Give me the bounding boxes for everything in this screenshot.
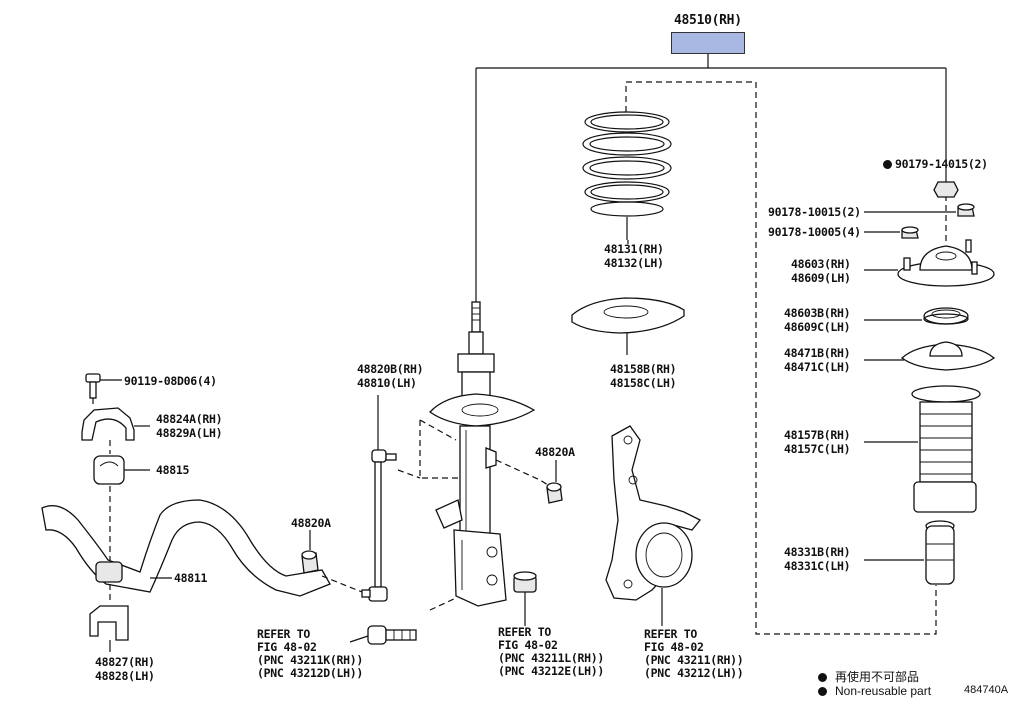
- upper-nut-90179: [933, 172, 959, 198]
- nut-90178-15: [864, 203, 975, 217]
- spring-insulator: [571, 297, 685, 355]
- nut-48820a-right: [546, 460, 563, 504]
- bushing-48815: [93, 455, 150, 485]
- part-90179-label[interactable]: 90179-14015(2): [883, 157, 988, 171]
- steering-knuckle: [605, 425, 702, 626]
- assembly-highlight-box[interactable]: [671, 32, 745, 54]
- bracket-48824a: [81, 407, 150, 441]
- part-48820a-right-label[interactable]: 48820A: [535, 445, 575, 459]
- assembly-label[interactable]: 48510(RH): [674, 13, 742, 28]
- bump-stopper-boot: [864, 385, 981, 513]
- spring-seat: [864, 341, 996, 371]
- strut-kit-dashed-bracket: [625, 81, 947, 635]
- left-dashed-leaders: [92, 398, 363, 604]
- nut-90178-05: [864, 226, 919, 239]
- legend-english: Non-reusable part: [818, 684, 931, 698]
- bracket-48827: [89, 605, 129, 652]
- part-90178-10015-label[interactable]: 90178-10015(2): [768, 205, 861, 219]
- part-48820b-label[interactable]: 48820B(RH)48810(LH): [357, 362, 424, 390]
- strut-support: [864, 239, 995, 287]
- non-reusable-dot-icon: [818, 687, 827, 696]
- part-48157b-label[interactable]: 48157B(RH)48157C(LH): [784, 428, 851, 456]
- bolt-90119: [85, 373, 122, 399]
- part-48331b-label[interactable]: 48331B(RH)48331C(LH): [784, 545, 851, 573]
- strut-bolt: [349, 625, 417, 645]
- strut-body: [429, 301, 536, 607]
- non-reusable-dot-icon: [883, 160, 892, 169]
- coil-spring: [582, 111, 672, 240]
- part-48827-label[interactable]: 48827(RH)48828(LH): [95, 655, 155, 683]
- stabilizer-link: [361, 395, 397, 602]
- part-48811-label[interactable]: 48811: [174, 571, 208, 585]
- part-90178-10005-label[interactable]: 90178-10005(4): [768, 225, 861, 239]
- part-48815-label[interactable]: 48815: [156, 463, 190, 477]
- non-reusable-dot-icon: [818, 673, 827, 682]
- assembly-bracket-lines: [475, 54, 947, 302]
- part-48820a-left-label[interactable]: 48820A: [291, 516, 331, 530]
- part-48471b-label[interactable]: 48471B(RH)48471C(LH): [784, 346, 851, 374]
- diagram-id: 484740A: [964, 684, 1009, 696]
- flange-nut: [513, 571, 537, 626]
- bearing: [864, 307, 969, 325]
- bump-bumper: [864, 520, 955, 585]
- part-48824a-label[interactable]: 48824A(RH)48829A(LH): [156, 412, 223, 440]
- stabilizer-bar: [41, 499, 331, 597]
- part-48603b-label[interactable]: 48603B(RH)48609C(LH): [784, 306, 851, 334]
- part-48603-label[interactable]: 48603(RH)48609(LH): [791, 257, 851, 285]
- nut-48820a-left: [301, 530, 319, 574]
- part-48158b-label[interactable]: 48158B(RH)48158C(LH): [610, 362, 677, 390]
- part-90119-label[interactable]: 90119-08D06(4): [124, 374, 217, 388]
- part-48131-label[interactable]: 48131(RH)48132(LH): [604, 242, 664, 270]
- legend-japanese: 再使用不可部品: [818, 668, 919, 685]
